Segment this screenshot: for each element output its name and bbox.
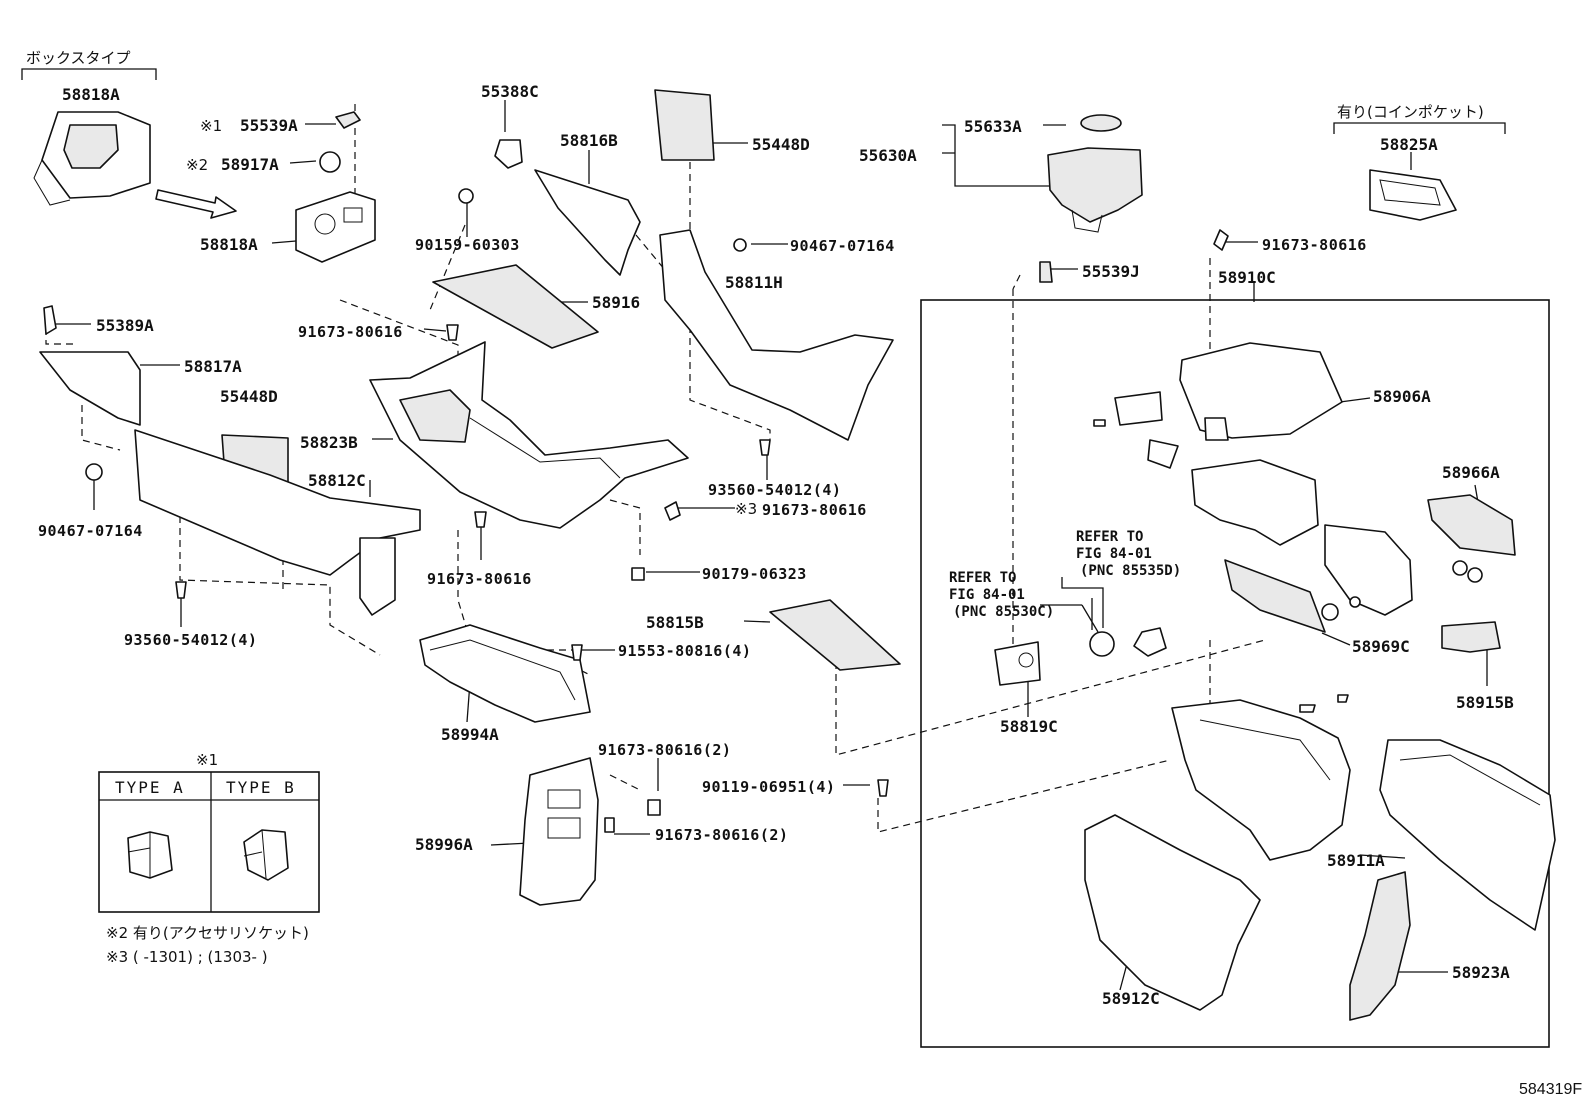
label-55448d-mid: 55448D	[220, 387, 278, 406]
label-91673-80616-m2: 91673-80616	[427, 570, 532, 588]
label-91673-80616-2a: 91673-80616(2)	[598, 741, 731, 759]
label-58915b: 58915B	[1456, 693, 1514, 712]
label-91673-80616-2b: 91673-80616(2)	[655, 826, 788, 844]
svg-text:(PNC 85535D): (PNC 85535D)	[1080, 563, 1181, 579]
label-58910c: 58910C	[1218, 268, 1276, 287]
refer-block-85535d: REFER TO FIG 84-01 (PNC 85535D)	[1076, 529, 1181, 579]
type-table: ※1 TYPE A TYPE B	[98, 751, 320, 913]
enclosure-box	[920, 299, 1550, 1048]
label-58917a: 58917A	[221, 155, 279, 174]
label-93560-54012-r: 93560-54012(4)	[708, 481, 841, 499]
label-91553-80816: 91553-80816(4)	[618, 642, 751, 660]
label-55539j: 55539J	[1082, 262, 1140, 281]
svg-text:FIG 84-01: FIG 84-01	[1076, 546, 1152, 562]
type-a-header: TYPE A	[115, 778, 185, 797]
label-58816b: 58816B	[560, 131, 618, 150]
label-58817a: 58817A	[184, 357, 242, 376]
label-58966a: 58966A	[1442, 463, 1500, 482]
label-91673-80616-m1: 91673-80616	[298, 323, 403, 341]
label-58818a-top: 58818A	[62, 85, 120, 104]
label-55630a: 55630A	[859, 146, 917, 165]
label-55448d-top: 55448D	[752, 135, 810, 154]
footnote-3: ※3 ( -1301) ; (1303- )	[106, 948, 268, 966]
label-91673-80616-tr: 91673-80616	[1262, 236, 1367, 254]
label-58994a: 58994A	[441, 725, 499, 744]
label-55389a: 55389A	[96, 316, 154, 335]
label-90179-06323: 90179-06323	[702, 565, 807, 583]
figure-code: 584319F	[1519, 1081, 1582, 1098]
label-55539a: 55539A	[240, 116, 298, 135]
label-58916: 58916	[592, 293, 640, 312]
footnote-2: ※2 有り(アクセサリソケット)	[106, 924, 309, 942]
label-58811h: 58811H	[725, 273, 783, 292]
label-90467-07164-left: 90467-07164	[38, 522, 143, 540]
label-58815b: 58815B	[646, 613, 704, 632]
part-shapes	[33, 89, 1556, 1021]
mark-2: ※2	[186, 156, 208, 174]
label-58823b: 58823B	[300, 433, 358, 452]
refer-block-85530c: REFER TO FIG 84-01 (PNC 85530C)	[949, 570, 1054, 620]
label-58912c: 58912C	[1102, 989, 1160, 1008]
label-93560-54012-l: 93560-54012(4)	[124, 631, 257, 649]
label-91673-80616-m3: 91673-80616	[762, 501, 867, 519]
mark-1: ※1	[200, 117, 222, 135]
svg-text:REFER TO: REFER TO	[1076, 529, 1143, 545]
mark-3: ※3	[735, 500, 757, 518]
label-58996a: 58996A	[415, 835, 473, 854]
svg-text:REFER TO: REFER TO	[949, 570, 1016, 586]
label-58818a: 58818A	[200, 235, 258, 254]
box-type-note: ボックスタイプ	[26, 49, 131, 67]
label-90159-60303: 90159-60303	[415, 236, 520, 254]
svg-text:FIG 84-01: FIG 84-01	[949, 587, 1025, 603]
label-58825a: 58825A	[1380, 135, 1438, 154]
label-58819c: 58819C	[1000, 717, 1058, 736]
label-55388c: 55388C	[481, 82, 539, 101]
label-58812c: 58812C	[308, 471, 366, 490]
svg-text:(PNC 85530C): (PNC 85530C)	[953, 604, 1054, 620]
type-b-header: TYPE B	[226, 778, 296, 797]
label-90119-06951: 90119-06951(4)	[702, 778, 835, 796]
label-58911a: 58911A	[1327, 851, 1385, 870]
table-mark: ※1	[196, 751, 218, 769]
label-58969c: 58969C	[1352, 637, 1410, 656]
label-58906a: 58906A	[1373, 387, 1431, 406]
label-90467-07164-top: 90467-07164	[790, 237, 895, 255]
coin-pocket-note: 有り(コインポケット)	[1337, 103, 1484, 121]
label-55633a: 55633A	[964, 117, 1022, 136]
label-58923a: 58923A	[1452, 963, 1510, 982]
part-labels: 58818A 55539A 58917A 58818A 55388C 90159…	[38, 82, 1514, 1008]
